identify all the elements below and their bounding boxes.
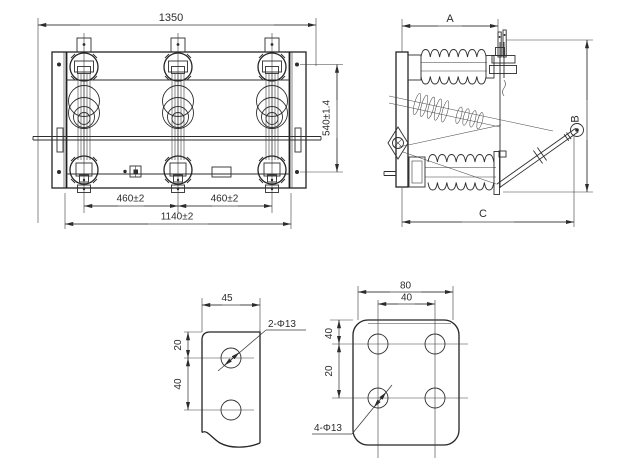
detail-four-hole-pad: 80 40 40 20 4-Φ13 <box>312 281 468 458</box>
pad-outline <box>352 319 460 446</box>
pole-assembly-right <box>255 32 289 214</box>
dimension-overall-width: 1350 <box>37 12 317 223</box>
pad-outline <box>201 331 261 443</box>
dim-label-460-right: 460±2 <box>211 194 239 205</box>
dim-label-a: A <box>446 13 454 25</box>
dim-label-20: 20 <box>173 339 184 351</box>
dim-label-1350: 1350 <box>159 12 183 24</box>
frame-column <box>395 51 409 188</box>
dim-label-20-left: 20 <box>324 365 335 377</box>
dimension-pad-width-45: 45 <box>201 293 261 332</box>
dim-label-460-left: 460±2 <box>117 194 145 205</box>
dimension-depth-a: A <box>401 13 499 52</box>
hole-label: 2-Φ13 <box>268 319 296 330</box>
terminal-blade <box>489 29 517 188</box>
hole-callout-4xphi13: 4-Φ13 <box>312 384 393 435</box>
dim-label-40: 40 <box>173 378 184 390</box>
operating-shaft <box>32 127 322 153</box>
dimension-hole-positions-vertical: 40 20 <box>324 320 342 398</box>
bolt-mark <box>57 170 61 174</box>
upper-insulator <box>407 49 495 85</box>
hole-label: 4-Φ13 <box>314 423 342 434</box>
bolt-mark <box>57 62 61 67</box>
dimension-mounting-width: 1140±2 <box>64 193 292 229</box>
dim-label-c: C <box>479 208 487 220</box>
operating-rod <box>496 123 584 189</box>
dim-label-40-top: 40 <box>401 293 413 304</box>
pole-assembly-left <box>67 32 101 214</box>
dimension-pad-width-80: 80 <box>357 281 454 320</box>
lower-insulator <box>383 151 500 195</box>
hole-callout-2xphi13: 2-Φ13 <box>217 319 306 372</box>
dimension-hole-positions: 20 40 <box>173 332 191 410</box>
rod-eye <box>570 123 584 137</box>
dim-label-1140: 1140±2 <box>161 212 194 223</box>
rod-break-marks <box>533 147 547 164</box>
dim-label-b: B <box>570 115 582 122</box>
dimension-height-b: B <box>503 39 593 193</box>
dimension-height: 540±1.4 <box>300 64 343 173</box>
dimension-depth-c: C <box>401 135 575 227</box>
front-view: 1350 540±1.4 460±2 460±2 1140±2 <box>32 12 343 229</box>
pivot-bearing <box>387 126 409 160</box>
side-view: A B C <box>383 13 593 227</box>
dim-label-80: 80 <box>400 281 412 292</box>
dim-label-540: 540±1.4 <box>322 100 333 137</box>
dim-label-40-left: 40 <box>324 328 335 340</box>
nameplate <box>211 166 232 178</box>
dimension-hole-spacing-horizontal: 40 <box>378 293 435 307</box>
pole-assembly-middle <box>161 32 195 214</box>
detail-two-hole-pad: 45 20 40 2-Φ13 <box>173 293 306 448</box>
bolt-mark <box>295 62 299 67</box>
dimension-pole-spacing: 460±2 460±2 <box>84 194 272 209</box>
dim-label-45: 45 <box>221 293 233 304</box>
phantom-insulator-open-position <box>388 93 554 185</box>
ground-terminal-symbol <box>123 165 142 178</box>
bolt-mark <box>295 170 299 174</box>
